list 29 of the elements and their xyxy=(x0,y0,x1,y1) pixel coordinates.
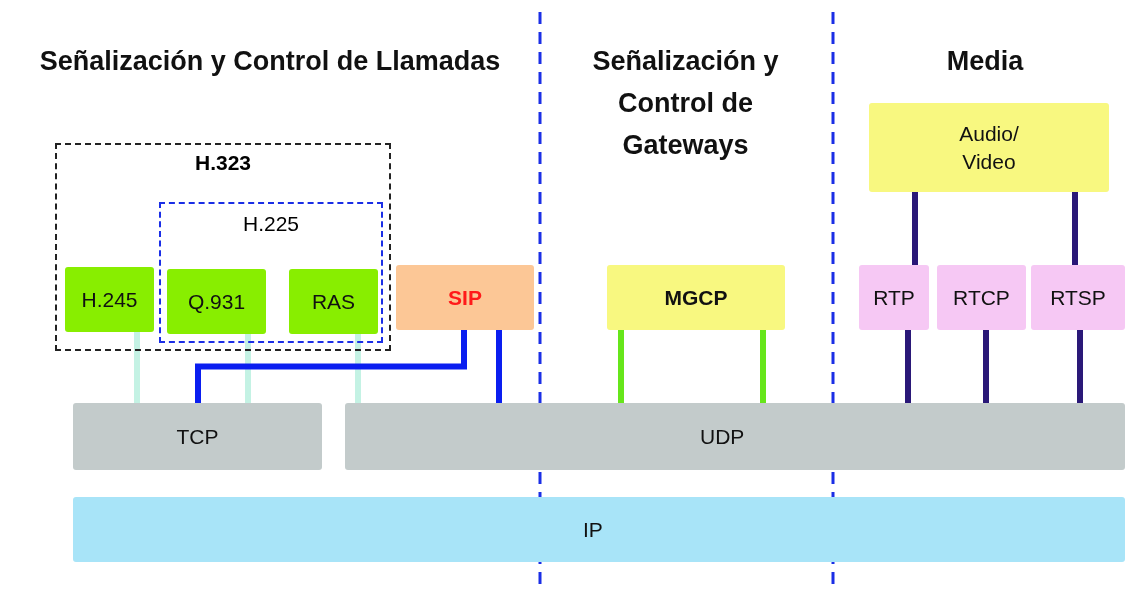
section-heading: Señalización y Control de Gateways xyxy=(591,45,780,162)
protocol-box: RAS xyxy=(289,269,378,334)
protocol-box: H.245 xyxy=(65,267,154,332)
layer-bar: TCP xyxy=(73,403,322,470)
connector-line xyxy=(905,330,911,403)
group-box xyxy=(55,143,391,351)
protocol-box: Q.931 xyxy=(167,269,266,334)
connector-line xyxy=(1072,192,1078,265)
section-heading: Media xyxy=(945,45,1025,78)
connector-line xyxy=(1077,330,1083,403)
connector-line xyxy=(134,330,140,403)
layer-bar: IP xyxy=(73,497,1125,562)
protocol-box: Audio/ Video xyxy=(869,103,1109,192)
protocol-box: MGCP xyxy=(607,265,785,330)
section-heading: Señalización y Control de Llamadas xyxy=(38,45,502,78)
group-title: H.225 xyxy=(241,212,300,236)
connector-line xyxy=(760,330,766,403)
group-title: H.323 xyxy=(193,151,252,175)
connector-line xyxy=(195,330,467,403)
connector-line xyxy=(912,192,918,265)
connector-line xyxy=(983,330,989,403)
group-box xyxy=(159,202,383,343)
connector-line xyxy=(496,330,502,403)
protocol-box: RTP xyxy=(859,265,929,330)
protocol-box: RTCP xyxy=(937,265,1026,330)
protocol-box: SIP xyxy=(396,265,534,330)
connector-line xyxy=(618,330,624,403)
layer-bar: UDP xyxy=(345,403,1125,470)
protocol-box: RTSP xyxy=(1031,265,1125,330)
